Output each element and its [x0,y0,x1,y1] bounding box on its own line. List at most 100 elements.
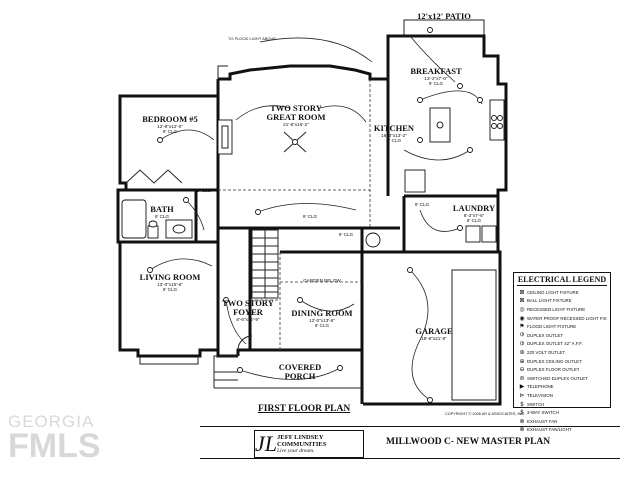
title-rule-bottom [200,458,620,459]
laundry-ceiling: 9' CLG [467,218,482,223]
patio-outline [403,19,485,36]
exhaust-fan-light-icon: ⊗ [519,426,525,434]
builder-logo-text: JEFF LINDSEY COMMUNITIES Live your dream… [277,434,326,454]
burner-4 [497,123,503,129]
wire-bedroom [159,129,215,141]
legend-item: ◎RECESSED LIGHT FIXTURE [517,305,607,314]
legend-item: $SWITCH [517,400,607,409]
garage-door [451,269,497,401]
duplex-outlet-42-icon: ⦶ [519,339,525,347]
garage-dims: 19'-8"x21'-9" [421,336,447,341]
porch-label-1: COVERED [279,362,322,372]
legend-item-label: EXHAUST FAN/LIGHT [527,427,572,433]
volt-outlet-icon: ⊛ [519,348,525,356]
master-plan-title: MILLWOOD C- NEW MASTER PLAN [386,437,551,447]
breakfast-ceiling: 9' CLG [429,81,444,86]
exhaust-fan-icon [183,197,189,203]
legend-item-label: DUPLEX OUTLET [527,332,564,338]
foyer-dims: 8'-6"x15'-9" [236,317,260,322]
dining-room-label: DINING ROOM [291,308,352,318]
wire-dining [299,299,355,312]
copyright-note: COPYRIGHT © 2006 AR & ASSOCIATES, INC. [445,412,526,416]
legend-item-label: EXHAUST FAN [527,418,558,424]
telephone-icon: ▶ [519,383,525,391]
ceiling-note-a: 9' CLG [197,188,212,193]
toilet-bowl [148,220,158,228]
legend-item-label: DUPLEX FLOOR OUTLET [527,367,580,373]
ceiling-light-icon [457,225,463,231]
wire-great-1 [235,105,291,121]
switch-icon: $ [520,400,524,408]
fixtures [121,99,505,401]
legend-item: ⊛220 VOLT OUTLET [517,348,607,357]
porch-wall [236,348,364,404]
legend-item-label: RECESSED LIGHT FIXTURE [527,306,586,312]
ceiling-light-icon [407,267,413,273]
staircase [251,229,279,299]
bedroom-bay [217,65,228,79]
burner-2 [497,115,503,121]
laundry-dims: 8'-3"x7'-6" [464,213,485,218]
builder-logo: JL JEFF LINDSEY COMMUNITIES Live your dr… [254,430,364,458]
recessed-light-icon [477,97,483,103]
wire-bath [185,199,205,231]
legend-item: ⊕DUPLEX CEILING OUTLET [517,357,607,366]
toilet [147,225,159,239]
wire-hall [257,203,357,213]
foyer-label-2: FOYER [233,307,264,317]
garden-note: GARDEN BELOW [303,278,341,283]
flood-light-icon: ⚑ [519,323,525,331]
porch-step [213,355,238,388]
legend-item: ◉WATER PROOF RECESSED LIGHT FIXTURE [517,314,607,323]
breakfast-dims: 13'-2"x7'-0" [424,76,448,81]
ceiling-outlet-icon: ⊕ [519,357,525,365]
plan-title: FIRST FLOOR PLAN [258,404,351,414]
recessed-light-icon [467,147,473,153]
wire-foyer [225,299,247,345]
living-room-label: LIVING ROOM [140,272,201,282]
dining-room-ceiling: 9' CLG [315,323,330,328]
legend-item-label: SWITCH [527,401,545,407]
electrical-symbols [147,27,483,403]
wire-living [149,258,213,271]
recessed-light-icon [427,27,433,33]
legend-item: ▶TELEPHONE [517,383,607,392]
legend-item: $3-WAY SWITCH [517,408,607,417]
kitchen-ceiling: 9' CLG [387,138,402,143]
fireplace-hearth [221,125,229,149]
breakfast-label: BREAKFAST [410,66,462,76]
patio-label: 12'x12' PATIO [417,11,471,21]
duplex-outlet-icon: ⦶ [519,331,525,339]
legend-item-label: DUPLEX OUTLET 42" A.F.F. [527,341,583,347]
bathtub [121,199,147,239]
sink [172,224,186,234]
bedroom-dims: 12'-8"x12'-0" [157,124,183,129]
legend-item: ⚑FLOOD LIGHT FIXTURE [517,322,607,331]
ceiling-light-icon: ⊠ [519,288,525,296]
wire-kitchen [403,149,471,161]
wire-garage-1 [409,269,431,401]
wire-porch [239,367,341,380]
burner-3 [491,123,497,129]
builder-name-line2: COMMUNITIES [277,441,327,448]
kitchen-label: KITCHEN [374,123,415,133]
great-room-label-1: TWO STORY [270,103,322,113]
great-room-label-2: GREAT ROOM [267,112,326,122]
outer-wall-east [218,34,508,406]
mls-watermark: GEORGIA FMLS [8,412,138,472]
dryer [481,225,497,243]
living-bay [139,356,199,365]
ceiling-light-icon [157,137,163,143]
legend-item-label: 3-WAY SWITCH [527,410,559,416]
wire-breakfast [419,90,483,105]
legend-item: ⦶DUPLEX OUTLET 42" A.F.F. [517,340,607,349]
bedroom-ceiling: 9' CLG [163,129,178,134]
hall-ceiling-note: 9' CLG [303,214,318,219]
kitchen-dims: 16'-3"x13'-2" [381,133,407,138]
living-room-dims: 13'-0"x15'-6" [157,282,183,287]
legend-item: ⊳TELEVISION [517,391,607,400]
recessed-light-icon [457,83,463,89]
legend-item: ⊜SWITCHED DUPLEX OUTLET [517,374,607,383]
recessed-light-icon [237,367,243,373]
